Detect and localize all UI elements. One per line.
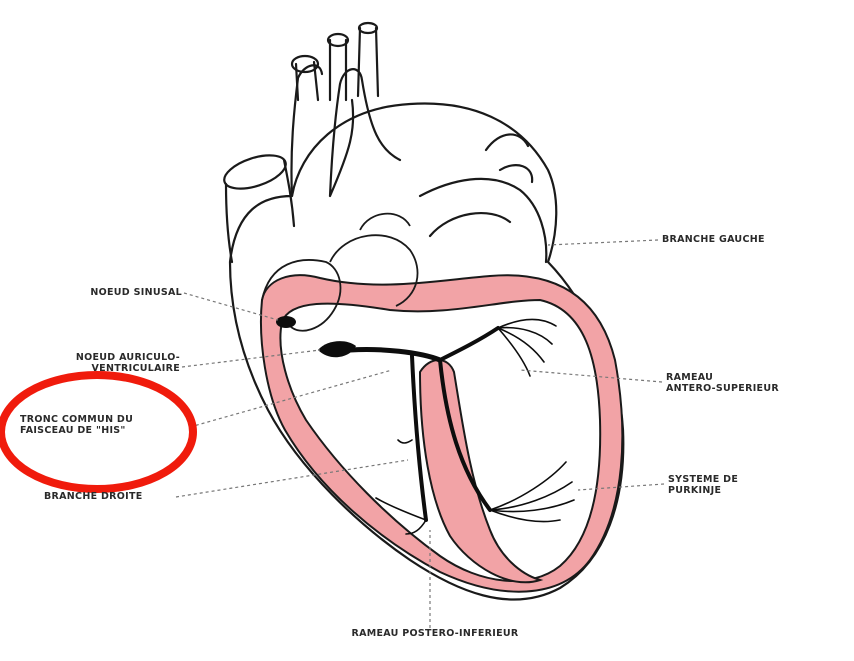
- label-noeud-auriculo-ventriculaire: NOEUD AURICULO- VENTRICULAIRE: [24, 352, 180, 374]
- left-bundle-branch: [440, 328, 498, 360]
- vessel-tubes: [296, 28, 378, 100]
- label-noeud-sinusal: NOEUD SINUSAL: [50, 287, 182, 298]
- label-purkinje-line2: PURKINJE: [668, 485, 818, 496]
- leader-branche-gauche: [548, 240, 658, 245]
- label-rameau-ant-line2: ANTERO-SUPERIEUR: [666, 383, 836, 394]
- label-rameau-postero-inferieur: RAMEAU POSTERO-INFERIEUR: [300, 628, 570, 639]
- label-purkinje-line1: SYSTEME DE: [668, 474, 818, 485]
- label-tronc-line1: TRONC COMMUN DU: [20, 414, 190, 425]
- leader-branche-droite: [176, 460, 408, 497]
- label-noeud-av-line2: VENTRICULAIRE: [24, 363, 180, 374]
- label-rameau-post-text: RAMEAU POSTERO-INFERIEUR: [300, 628, 570, 639]
- left-atrium: [420, 179, 546, 262]
- label-branche-droite-text: BRANCHE DROITE: [44, 491, 176, 502]
- label-systeme-purkinje: SYSTEME DE PURKINJE: [668, 474, 818, 496]
- pulmonary-veins: [486, 134, 532, 182]
- label-branche-gauche-text: BRANCHE GAUCHE: [662, 234, 832, 245]
- label-tronc-commun: TRONC COMMUN DU FAISCEAU DE "HIS": [20, 414, 190, 436]
- label-branche-gauche: BRANCHE GAUCHE: [662, 234, 832, 245]
- heart-outline: [230, 104, 623, 600]
- sinus-node: [276, 316, 296, 328]
- label-rameau-ant-line1: RAMEAU: [666, 372, 836, 383]
- label-tronc-line2: FAISCEAU DE "HIS": [20, 425, 190, 436]
- vena-cava-opening: [220, 149, 290, 195]
- atrium-septum: [360, 214, 410, 230]
- label-rameau-antero-superieur: RAMEAU ANTERO-SUPERIEUR: [666, 372, 836, 394]
- vessel-opening-3: [359, 23, 377, 33]
- septum: [420, 360, 540, 582]
- his-bundle: [350, 349, 440, 360]
- label-noeud-av-line1: NOEUD AURICULO-: [24, 352, 180, 363]
- label-branche-droite: BRANCHE DROITE: [44, 491, 176, 502]
- leader-rameau-ant: [520, 370, 662, 382]
- label-noeud-sinusal-text: NOEUD SINUSAL: [50, 287, 182, 298]
- vena-cava: [226, 160, 294, 262]
- leader-av-node: [182, 350, 320, 367]
